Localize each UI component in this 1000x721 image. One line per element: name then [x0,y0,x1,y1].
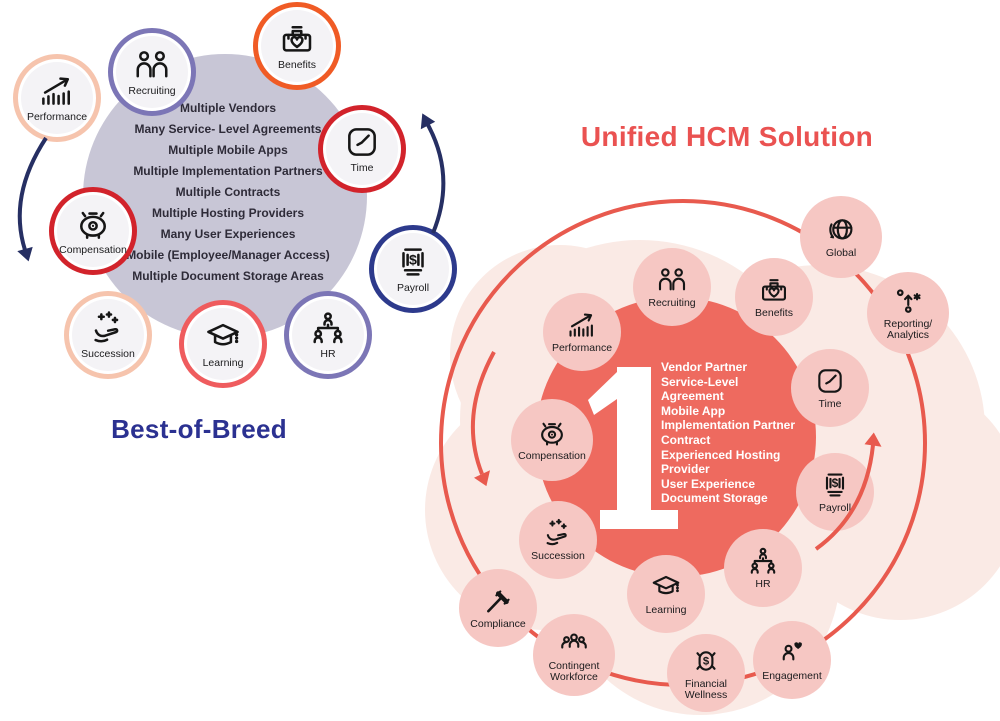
right-circle-compensation: Compensation [511,399,593,481]
right-circle-succession: Succession [519,501,597,579]
list-item: Multiple Hosting Providers [151,206,304,220]
circle-label: Reporting/ Analytics [883,317,933,341]
right-circle-payroll: Payroll [796,453,874,531]
succession-icon [542,517,574,549]
best-of-breed-title: Best-of-Breed [111,414,287,444]
list-item: Multiple Implementation Partners [133,164,323,178]
engagement-icon [776,637,808,669]
left-circle-payroll: Payroll [369,225,457,313]
left-circle-hr: HR [284,291,372,379]
hr-icon [747,545,779,577]
list-item: Vendor Partner [661,360,748,374]
right-circle-engagement: Engagement [753,621,831,699]
left-circle-recruiting: Recruiting [108,28,196,116]
circle-label: Payroll [396,282,430,295]
circle-label: Succession [81,348,135,361]
compensation-icon [536,417,568,449]
reporting-analytics-icon [892,285,924,317]
left-circle-learning: Learning [179,300,267,388]
right-circle-recruiting: Recruiting [633,248,711,326]
circle-label: HR [320,348,336,361]
list-item: Multiple Contracts [175,185,281,199]
right-circle-learning: Learning [627,555,705,633]
circle-label: Compliance [470,618,526,631]
circle-label: Compensation [59,244,127,257]
circle-label: Recruiting [648,297,696,310]
contingent-workforce-icon [558,627,590,659]
time-icon [814,365,846,397]
list-item: Many Service- Level Agreements [134,122,322,136]
list-item: Many User Experiences [160,227,296,241]
list-item: Service-Level Agreement [661,374,739,404]
left-circle-benefits: Benefits [253,2,341,90]
benefits-icon [278,20,316,58]
list-item: Mobile App [661,403,726,418]
circle-label: Performance [26,111,88,124]
performance-icon [38,72,76,110]
right-circle-compliance: Compliance [459,569,537,647]
right-circle-benefits: Benefits [735,258,813,336]
right-circle-performance: Performance [543,293,621,371]
circle-label: Financial Wellness [684,677,728,701]
circle-label: HR [755,578,771,591]
left-cycle-arrow-up [420,113,446,234]
circle-label: Benefits [278,59,316,72]
circle-label: Time [818,398,842,411]
right-circle-hr: HR [724,529,802,607]
learning-icon [204,318,242,356]
right-circle-contingent-workforce: Contingent Workforce [533,614,615,696]
performance-icon [566,309,598,341]
compensation-icon [74,205,112,243]
learning-icon [650,571,682,603]
circle-label: Time [350,162,374,175]
left-circle-compensation: Compensation [49,187,137,275]
list-item: Multiple Document Storage Areas [132,269,324,283]
gavel-icon [482,585,514,617]
number-one-graphic [588,367,678,529]
right-circle-reporting-analytics: Reporting/ Analytics [867,272,949,354]
left-circle-performance: Performance [13,54,101,142]
list-item: User Experience [661,476,756,491]
payroll-icon [394,243,432,281]
circle-label: Compensation [518,450,586,463]
list-item: Multiple Mobile Apps [168,143,288,157]
recruiting-icon [133,46,171,84]
left-cycle-arrow-down [17,136,48,262]
list-item: Multiple Vendors [179,101,276,115]
hr-icon [309,309,347,347]
circle-label: Learning [202,357,244,370]
right-circle-financial-wellness: Financial Wellness [667,634,745,712]
globe-icon [825,214,857,246]
time-icon [343,123,381,161]
unified-hcm-title: Unified HCM Solution [580,121,874,152]
circle-label: Payroll [818,502,852,515]
circle-label: Recruiting [128,85,176,98]
left-circle-time: Time [318,105,406,193]
financial-wellness-icon [690,645,722,677]
list-item: Implementation Partner [661,418,796,433]
payroll-icon [819,469,851,501]
unified-list: Vendor Partner Service-Level Agreement M… [661,360,798,506]
circle-label: Benefits [755,307,793,320]
circle-label: Succession [531,550,585,563]
recruiting-icon [656,264,688,296]
list-item: Contract [661,432,711,447]
best-of-breed-list: Multiple Vendors Many Service- Level Agr… [90,98,366,287]
circle-label: Engagement [762,670,822,683]
list-item: Mobile (Employee/Manager Access) [126,248,330,262]
list-item: Document Storage [661,491,768,506]
circle-label: Global [825,247,857,260]
left-circle-succession: Succession [64,291,152,379]
benefits-icon [758,274,790,306]
right-circle-time: Time [791,349,869,427]
circle-label: Learning [645,604,687,617]
circle-label: Performance [551,342,613,355]
list-item: Experienced Hosting Provider [661,447,781,477]
circle-label: Contingent Workforce [548,659,600,683]
right-circle-global: Global [800,196,882,278]
succession-icon [89,309,127,347]
